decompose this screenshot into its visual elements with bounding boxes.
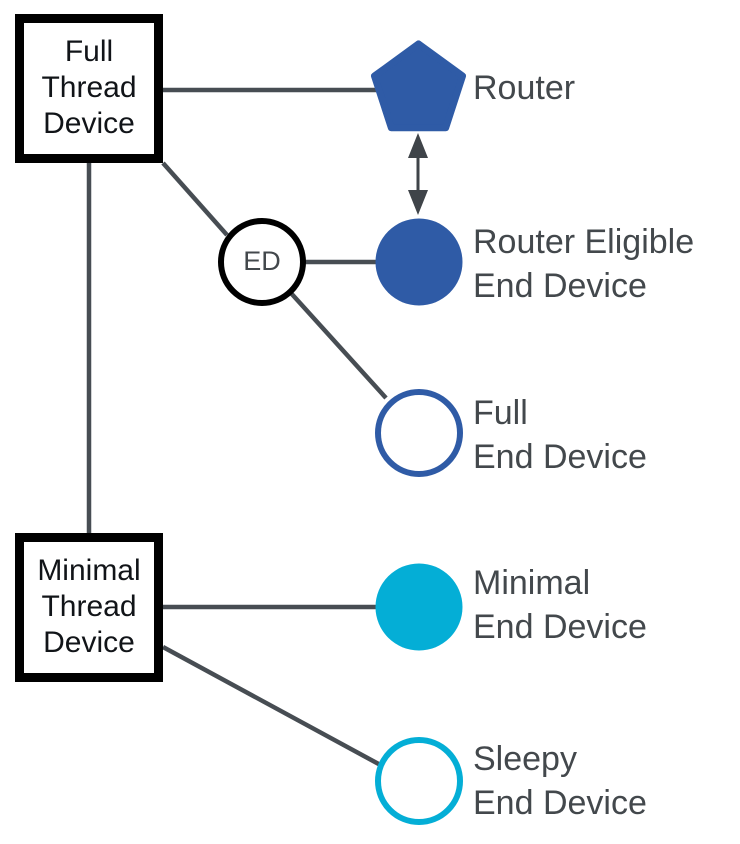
full-end-device-circle-icon[interactable] <box>375 389 463 477</box>
minimal-thread-device-label-line-1: Minimal <box>37 554 140 587</box>
node-full-end-device[interactable]: Full End Device <box>375 389 647 477</box>
arrow-head-up-icon <box>408 133 428 158</box>
end-device-label: ED <box>243 246 281 276</box>
router-pentagon-icon[interactable] <box>371 40 466 132</box>
edge-layer <box>86 87 392 770</box>
edge-end-device-to-full-end-device <box>288 290 388 400</box>
full-thread-device-label-line-2: Thread <box>41 71 136 104</box>
router-eligible-end-device-circle-icon[interactable] <box>375 218 463 306</box>
router-eligible-end-device-label-line-1: Router Eligible <box>473 223 694 261</box>
router-label-line-1: Router <box>473 69 575 107</box>
end-device-circle-icon[interactable] <box>218 218 306 306</box>
minimal-end-device-circle-icon[interactable] <box>375 563 463 651</box>
minimal-thread-device-box[interactable] <box>15 533 163 682</box>
full-end-device-label-line-1: Full <box>473 394 528 432</box>
edge-full-thread-device-to-end-device <box>161 161 229 237</box>
minimal-thread-device-label-line-2: Thread <box>41 590 136 623</box>
full-thread-device-label-line-1: Full <box>65 35 113 68</box>
minimal-end-device-label-line-1: Minimal <box>473 564 590 602</box>
minimal-end-device-label-line-2: End Device <box>473 608 647 646</box>
router-eligible-end-device-label-line-2: End Device <box>473 267 647 305</box>
node-minimal-end-device[interactable]: Minimal End Device <box>375 563 647 651</box>
group-minimal-thread-device[interactable]: Minimal Thread Device <box>15 533 163 682</box>
minimal-thread-device-label-line-3: Device <box>43 626 135 659</box>
sleepy-end-device-label-line-2: End Device <box>473 784 647 822</box>
full-end-device-label-line-2: End Device <box>473 438 647 476</box>
node-sleepy-end-device[interactable]: Sleepy End Device <box>375 737 647 825</box>
node-end-device[interactable]: ED <box>218 218 306 306</box>
sleepy-end-device-label-line-1: Sleepy <box>473 740 577 778</box>
edge-minimal-thread-device-to-sleepy-end-device <box>161 645 388 770</box>
full-thread-device-box[interactable] <box>15 14 163 163</box>
sleepy-end-device-circle-icon[interactable] <box>375 737 463 825</box>
arrow-head-down-icon <box>408 190 428 215</box>
group-full-thread-device[interactable]: Full Thread Device <box>15 14 163 163</box>
full-thread-device-label-line-3: Device <box>43 107 135 140</box>
node-router[interactable]: Router <box>371 40 576 132</box>
edge-router-to-reed-bidirectional <box>408 133 428 215</box>
node-router-eligible-end-device[interactable]: Router Eligible End Device <box>375 218 695 306</box>
